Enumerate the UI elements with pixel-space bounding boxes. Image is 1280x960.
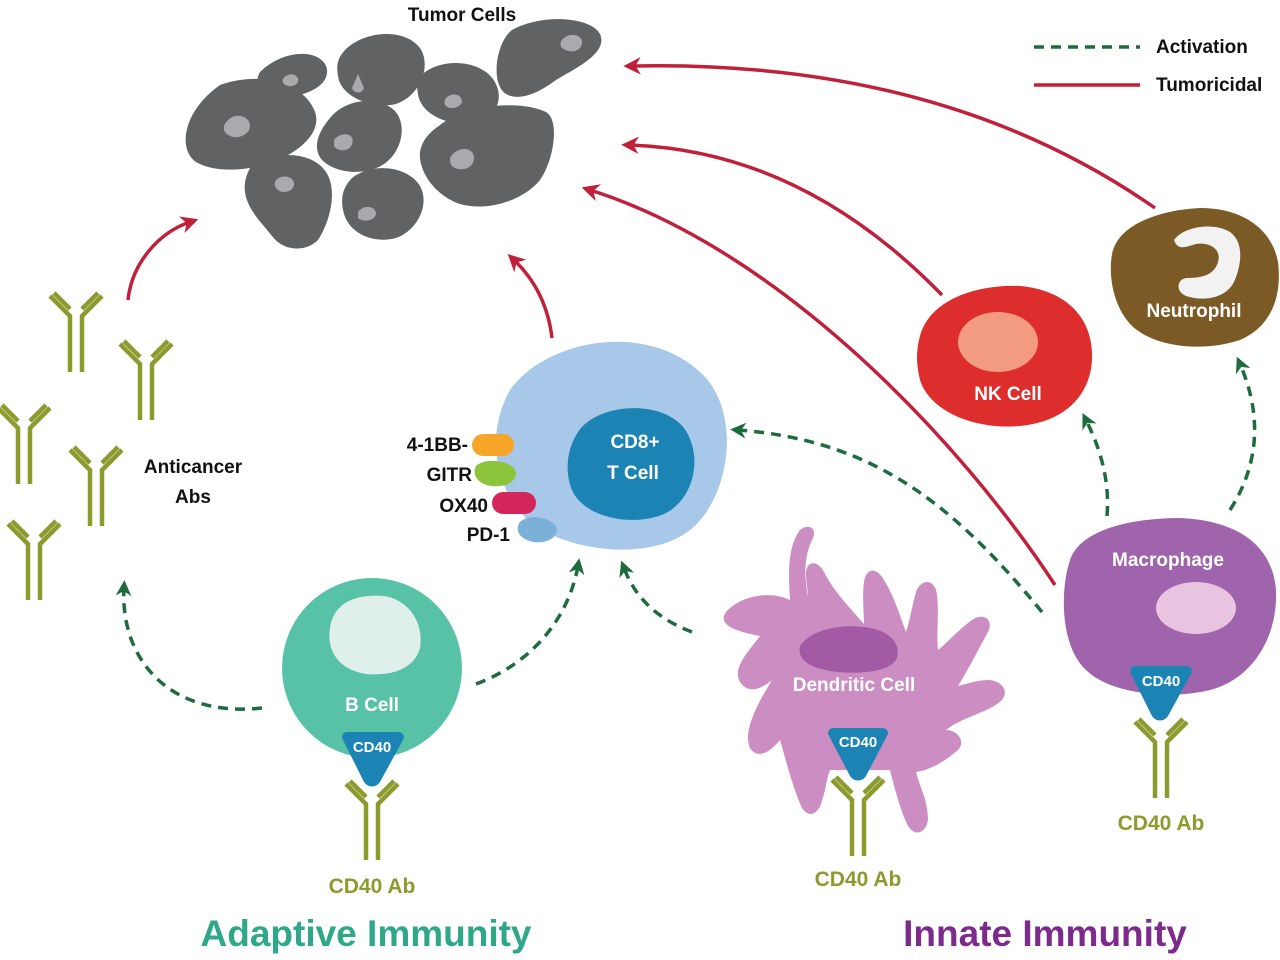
b-cell-cd40-label: CD40 xyxy=(353,739,391,756)
neutrophil: Neutrophil xyxy=(1110,208,1279,347)
nk-cell: NK Cell xyxy=(917,285,1093,427)
bcell-to-antibodies-arrow xyxy=(115,580,263,711)
antibodies-label-line1: Anticancer xyxy=(144,457,243,478)
anticancer-antibodies: Anticancer Abs xyxy=(0,293,243,600)
adaptive-immunity-title: Adaptive Immunity xyxy=(201,913,532,954)
b-cell-label: B Cell xyxy=(345,695,399,716)
b-cell: B Cell CD40 CD40 Ab xyxy=(282,578,462,898)
tumor-nucleus xyxy=(223,115,250,138)
b-cell-cd40-antibody-icon xyxy=(346,781,398,860)
receptor-gitr-icon xyxy=(474,460,517,487)
tumor-cells-label: Tumor Cells xyxy=(408,5,516,26)
macrophage: Macrophage CD40 CD40 Ab xyxy=(1063,518,1277,835)
dendritic-cd40-antibody-icon xyxy=(832,777,884,856)
antibodies-label-line2: Abs xyxy=(175,487,211,508)
antibody-icon xyxy=(70,447,122,526)
tumor-cell xyxy=(342,168,424,240)
t-cell-name-line1: CD8+ xyxy=(610,432,659,453)
receptor-41bb-icon xyxy=(472,434,514,456)
legend-activation-label: Activation xyxy=(1156,37,1248,58)
tumor-nucleus xyxy=(334,134,353,151)
b-cell-antibody-label: CD40 Ab xyxy=(329,875,416,898)
tcell-to-tumor-arrow xyxy=(507,253,554,339)
receptor-ox40-icon xyxy=(492,492,536,514)
nk-cell-label: NK Cell xyxy=(974,384,1042,405)
b-cell-cd40-icon xyxy=(342,732,404,787)
antibody-icon xyxy=(0,405,50,484)
dendritic-cd40-icon xyxy=(828,728,888,781)
macrophage-antibody-label: CD40 Ab xyxy=(1118,812,1205,835)
receptor-41bb-label: 4-1BB- xyxy=(407,435,468,456)
receptor-pd1-icon xyxy=(517,517,557,543)
innate-immunity-title: Innate Immunity xyxy=(903,913,1187,954)
activation-arrows xyxy=(115,356,1257,711)
macrophage-to-nk-arrow xyxy=(1082,412,1110,517)
t-cell: CD8+ T Cell 4-1BB- GITR OX40 PD-1 xyxy=(407,341,727,550)
macrophage-cd40-icon xyxy=(1130,666,1192,721)
t-cell-name-line2: T Cell xyxy=(607,463,659,484)
tumor-nucleus xyxy=(444,94,462,109)
tumoricidal-arrows xyxy=(126,57,1156,586)
macrophage-to-neutrophil-arrow xyxy=(1228,356,1257,511)
neutrophil-label: Neutrophil xyxy=(1147,301,1242,322)
antibody-icon xyxy=(50,293,102,372)
antibody-icon xyxy=(120,341,172,420)
dendritic-cell-body xyxy=(723,526,1005,833)
tumor-cell xyxy=(244,154,332,249)
macrophage-nucleus xyxy=(1156,582,1236,634)
nk-cell-nucleus xyxy=(958,312,1038,372)
neutrophil-to-tumor-arrow xyxy=(623,57,1156,210)
tumor-cell xyxy=(337,33,425,106)
tumor-nucleus xyxy=(282,74,299,87)
macrophage-cd40-antibody-icon xyxy=(1135,719,1187,798)
tumor-nucleus xyxy=(450,149,474,170)
bcell-to-tcell-arrow xyxy=(475,558,585,686)
antibodies-to-tumor-arrow xyxy=(126,216,199,301)
neutrophil-nucleus xyxy=(1174,226,1241,299)
receptor-ox40-label: OX40 xyxy=(439,496,488,517)
tumor-cell xyxy=(419,105,554,207)
tumor-cell xyxy=(316,100,402,172)
b-cell-nucleus xyxy=(329,595,421,675)
receptor-pd1-label: PD-1 xyxy=(467,525,511,546)
tumor-nucleus xyxy=(352,74,364,93)
macrophage-cd40-label: CD40 xyxy=(1142,673,1180,690)
macrophage-label: Macrophage xyxy=(1112,550,1224,571)
tumor-cell xyxy=(185,78,317,170)
nk-to-tumor-arrow xyxy=(621,136,944,297)
tumor-nucleus xyxy=(560,34,582,52)
legend: Activation Tumoricidal xyxy=(1034,37,1262,96)
t-cell-nucleus xyxy=(567,408,695,520)
tumor-cells: Tumor Cells xyxy=(185,5,602,249)
tumor-nucleus xyxy=(358,206,376,221)
dendritic-to-tcell-arrow xyxy=(619,560,693,634)
dendritic-cell-nucleus xyxy=(799,626,898,673)
dendritic-cd40-label: CD40 xyxy=(839,734,877,751)
tumor-nucleus xyxy=(274,176,294,192)
receptor-gitr-label: GITR xyxy=(427,465,473,486)
dendritic-antibody-label: CD40 Ab xyxy=(815,868,902,891)
macrophage-to-tcell-arrow xyxy=(730,422,1044,614)
dendritic-cell-label: Dendritic Cell xyxy=(793,675,915,696)
tumor-cell xyxy=(496,19,602,97)
macrophage-to-tumor-arrow xyxy=(581,184,1057,586)
antibody-icon xyxy=(8,521,60,600)
dendritic-cell: Dendritic Cell CD40 CD40 Ab xyxy=(723,526,1005,891)
legend-tumoricidal-label: Tumoricidal xyxy=(1156,75,1262,96)
